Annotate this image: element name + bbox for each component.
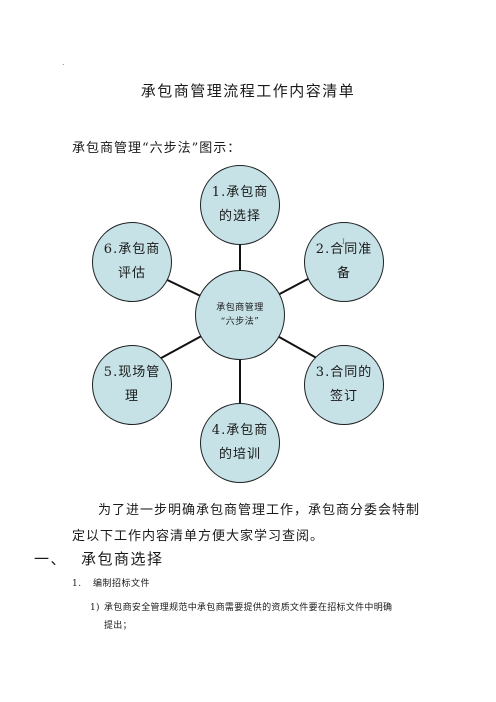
step-2-line1: 2.合同准 — [315, 242, 373, 257]
list-item-1-1: 1) 承包商安全管理规范中承包商需要提供的资质文件要在招标文件中明确 提出； — [90, 599, 420, 635]
step-node-5: 5.现场管理 — [92, 345, 172, 425]
diagram-caption: 承包商管理“六步法”图示： — [72, 141, 242, 156]
step-1-line2: 的选择 — [218, 209, 261, 224]
step-node-4: 4.承包商的培训 — [200, 403, 280, 483]
list-item-1: 1. 编制招标文件 — [72, 576, 150, 589]
step-6-line2: 评估 — [117, 266, 146, 281]
list-item-1-1-number: 1) — [90, 603, 100, 613]
corner-mark: . — [62, 58, 65, 67]
center-label-line1: 承包商管理 — [216, 303, 264, 313]
six-step-diagram: 承包商管理 “六步法” 1.承包商的选择 2.合同准备 I 3.合同的签订 4.… — [0, 160, 496, 483]
step-node-6: 6.承包商评估 — [92, 222, 172, 302]
center-node: 承包商管理 “六步法” — [195, 270, 285, 360]
step-6-line1: 6.承包商 — [103, 242, 161, 257]
list-item-1-text: 编制招标文件 — [92, 579, 150, 589]
step-3-line2: 签订 — [329, 389, 358, 404]
document-title: 承包商管理流程工作内容清单 — [140, 82, 356, 100]
list-item-1-1-line1: 承包商安全管理规范中承包商需要提供的资质文件要在招标文件中明确 — [104, 603, 393, 613]
section-number: 一、 — [34, 550, 68, 568]
section-title: 承包商选择 — [81, 550, 164, 568]
step-node-1: 1.承包商的选择 — [200, 165, 280, 245]
step-4-line1: 4.承包商 — [211, 423, 269, 438]
step-2-line2: 备 — [336, 266, 351, 281]
step-node-3: 3.合同的签订 — [304, 345, 384, 425]
step-4-line2: 的培训 — [218, 447, 261, 462]
list-item-1-1-line2: 提出； — [104, 621, 132, 631]
step-1-line1: 1.承包商 — [211, 185, 269, 200]
list-item-1-number: 1. — [72, 579, 82, 589]
step-3-line1: 3.合同的 — [315, 365, 373, 380]
marker-glyph: I — [342, 238, 345, 246]
section-heading: 一、承包商选择 — [34, 548, 164, 569]
step-5-line1: 5.现场管 — [103, 365, 161, 380]
step-node-2: 2.合同准备 — [304, 222, 384, 302]
intro-paragraph: 为了进一步明确承包商管理工作，承包商分委会特制定以下工作内容清单方便大家学习查阅… — [72, 503, 421, 544]
step-5-line2: 理 — [124, 389, 139, 404]
center-label-line2: “六步法” — [220, 317, 260, 327]
